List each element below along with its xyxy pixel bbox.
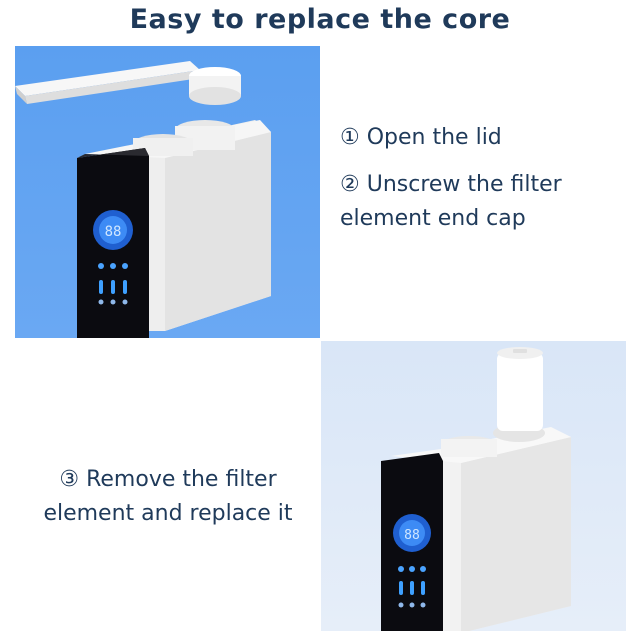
step-2-text: ② Unscrew the filter element end cap [340, 168, 620, 236]
purifier-remove-filter-illustration: 88 [381, 347, 571, 631]
page-title: Easy to replace the core [129, 4, 511, 35]
purifier-open-lid-illustration: 88 [15, 61, 271, 338]
photo-remove-filter: 88 [321, 341, 626, 631]
photo-open-lid: 88 [15, 46, 320, 338]
step-2-number: ② [340, 172, 360, 197]
step-3-label: Remove the filter element and replace it [43, 467, 293, 526]
display-readout: 88 [105, 224, 122, 240]
step-3-number: ③ [59, 467, 80, 492]
step-2-label: Unscrew the filter element end cap [340, 172, 562, 231]
step-1-label: Open the lid [366, 125, 502, 150]
step-1-text: ① Open the lid [340, 121, 502, 155]
step-3-text: ③ Remove the filter element and replace … [18, 463, 318, 531]
display-readout-bottom: 88 [404, 528, 420, 543]
step-1-number: ① [340, 125, 360, 150]
